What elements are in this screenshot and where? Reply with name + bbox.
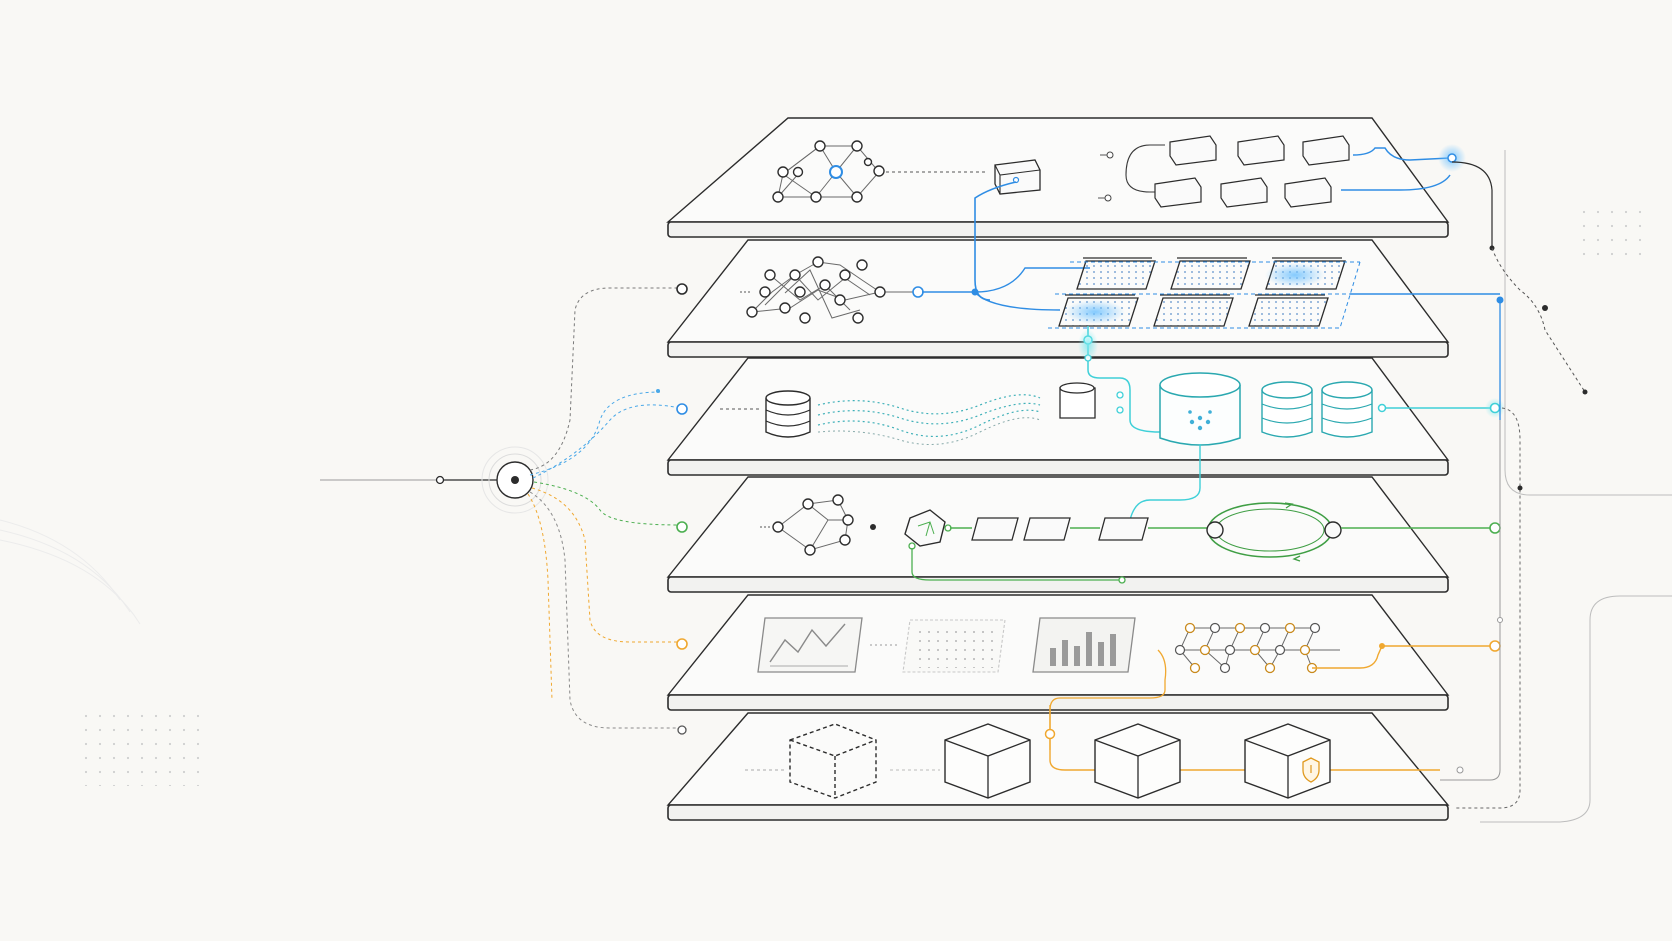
plate-endpoints xyxy=(656,283,688,735)
target-icon xyxy=(511,476,519,484)
block-icon xyxy=(994,159,1041,195)
neural-network-icon xyxy=(740,256,979,324)
input-hub xyxy=(320,446,549,514)
cycle-icon xyxy=(1206,502,1501,562)
pipeline-icon xyxy=(911,517,1208,584)
database-cluster-icon xyxy=(1159,372,1505,446)
orange-link xyxy=(1049,705,1440,771)
block-stack-icon xyxy=(1098,135,1466,208)
shield-cube-icon xyxy=(1244,723,1464,799)
cube-icon-2 xyxy=(890,723,1031,799)
background-decor xyxy=(0,150,1672,823)
layer4-graph-icon xyxy=(760,494,876,556)
data-stream-icon xyxy=(817,382,1124,445)
right-bus xyxy=(1440,161,1588,809)
hexagon-node-icon xyxy=(904,509,952,550)
dot-grid-icon xyxy=(902,619,1006,673)
plate-data xyxy=(666,357,1450,476)
cyan-down-link xyxy=(1129,444,1201,521)
chip-grid-icon xyxy=(974,257,1504,329)
bar-chart-icon xyxy=(1032,617,1136,673)
plate-orchestration xyxy=(666,117,1450,238)
plate-infrastructure xyxy=(666,712,1450,821)
database-icon xyxy=(720,390,811,438)
lattice-icon xyxy=(1049,622,1501,750)
line-chart-icon xyxy=(757,617,900,673)
layer1-graph-icon xyxy=(772,140,985,203)
hub-connectors xyxy=(527,287,681,729)
cube-icon-3 xyxy=(1094,723,1181,799)
cyan-link xyxy=(1087,326,1161,433)
cube-icon xyxy=(745,723,877,799)
